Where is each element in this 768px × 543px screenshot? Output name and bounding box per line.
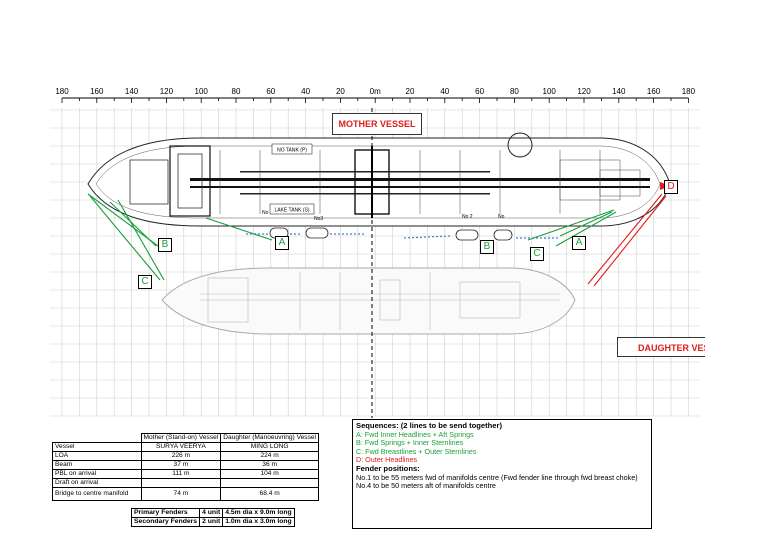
fender-position-line: No.1 to be 55 meters fwd of manifolds ce… — [356, 472, 638, 482]
scale-label: 100 — [543, 87, 557, 96]
fender-table: Primary Fenders 4 unit 4.5m dia x 9.0m l… — [130, 508, 295, 527]
row-label: LOA — [52, 451, 142, 461]
table-row: Bridge to centre manifold 74 m 68.4 m — [52, 487, 319, 501]
mother-name: SURYA VEERYA — [140, 442, 222, 452]
mother-value: 111 m — [140, 469, 222, 479]
scale-label: 160 — [90, 87, 104, 96]
scale-label: 140 — [612, 87, 626, 96]
scale-label: 180 — [55, 87, 69, 96]
row-label: PBL on arrival — [52, 469, 142, 479]
table-corner — [53, 434, 142, 443]
mother-value: 74 m — [140, 487, 222, 501]
mother-value — [140, 478, 222, 488]
daughter-header: Daughter (Manoeuvring) Vessel — [220, 433, 319, 443]
table-row: Primary Fenders 4 unit 4.5m dia x 9.0m l… — [130, 508, 295, 518]
scale-label: 0m — [370, 87, 381, 96]
line-tag-d: D — [664, 180, 678, 194]
fender-label-no1: No — [498, 214, 505, 220]
fender-positions-title: Fender positions: — [356, 463, 420, 473]
daughter-vessel-label: DAUGHTER VES — [617, 337, 705, 357]
table-row: Secondary Fenders 2 unit 1.0m dia x 3.0m… — [130, 517, 295, 527]
daughter-value: 104 m — [220, 469, 319, 479]
fender-size: 1.0m dia x 3.0m long — [222, 517, 295, 527]
sequences-box: Sequences: (2 lines to be send together)… — [352, 419, 652, 529]
sequence-item: C: Fwd Breastlines + Outer Sternlines — [356, 446, 477, 456]
daughter-name: MING LONG — [220, 442, 319, 452]
scale-label: 40 — [440, 87, 449, 96]
fender-label-no3: No3 — [314, 216, 323, 222]
daughter-value: 68.4 m — [220, 487, 319, 501]
row-label: Vessel — [52, 442, 142, 452]
scale-label: 20 — [336, 87, 345, 96]
scale-label: 20 — [406, 87, 415, 96]
fender-count: 4 unit — [199, 508, 224, 518]
scale-label: 60 — [266, 87, 275, 96]
fender-type: Primary Fenders — [130, 508, 201, 518]
line-tag-a-fwd: A — [572, 236, 586, 250]
fender-label-no4: No — [262, 210, 269, 216]
fender-count: 2 unit — [199, 517, 224, 527]
scale-label: 140 — [125, 87, 139, 96]
scale-label: 120 — [577, 87, 591, 96]
mother-vessel-label: MOTHER VESSEL — [332, 113, 422, 135]
line-tag-b-fwd: B — [480, 240, 494, 254]
fender-position-line: No.4 to be 50 meters aft of manifolds ce… — [356, 481, 496, 491]
tank-label-bottom: LAKE TANK (S) — [274, 208, 309, 214]
daughter-vessel — [161, 267, 576, 335]
line-tag-a-aft: A — [275, 236, 289, 250]
tank-label-top: NO TANK (P) — [277, 148, 307, 154]
sequence-item: A: Fwd Inner Headlines + Aft Springs — [356, 429, 474, 439]
daughter-value: 36 m — [220, 460, 319, 470]
table-row: Beam 37 m 36 m — [52, 460, 319, 470]
daughter-value — [220, 478, 319, 488]
fender-type: Secondary Fenders — [130, 517, 201, 527]
line-tag-c-aft: C — [138, 275, 152, 289]
row-label: Beam — [52, 460, 142, 470]
table-row: PBL on arrival 111 m 104 m — [52, 469, 319, 479]
row-label: Draft on arrival — [52, 478, 142, 488]
table-row: LOA 226 m 224 m — [52, 451, 319, 461]
scale-label: 180 — [682, 87, 696, 96]
scale-label: 160 — [647, 87, 661, 96]
mother-header: Mother (Stand-on) Vessel — [140, 433, 222, 443]
line-tag-c-fwd: C — [530, 247, 544, 261]
scale-label: 100 — [195, 87, 209, 96]
mooring-lines-green — [87, 193, 617, 281]
mooring-lines-red — [587, 193, 667, 287]
scale-label: 60 — [475, 87, 484, 96]
fender-units — [269, 227, 513, 241]
sequences-title: Sequences: (2 lines to be send together) — [356, 421, 502, 430]
sequence-item: D: Outer Headlines — [356, 455, 418, 465]
mother-vessel: NO TANK (P) LAKE TANK (S) No3 No 2 No No — [87, 132, 671, 227]
scale-label: 80 — [232, 87, 241, 96]
vessel-particulars-table: Mother (Stand-on) Vessel Daughter (Manoe… — [52, 433, 319, 501]
sequence-item: B: Fwd Springs + Inner Sternlines — [356, 438, 464, 448]
scale-label: 120 — [160, 87, 174, 96]
mother-value: 226 m — [140, 451, 222, 461]
fender-label-no2: No 2 — [462, 214, 473, 220]
table-row: Draft on arrival — [52, 478, 319, 488]
daughter-value: 224 m — [220, 451, 319, 461]
line-tag-b-aft: B — [158, 238, 172, 252]
distance-scale: 180 160 140 120 100 80 60 40 20 0m 20 40 60 80 100 120 1… — [55, 87, 696, 103]
mother-value: 37 m — [140, 460, 222, 470]
scale-label: 80 — [510, 87, 519, 96]
scale-label: 40 — [301, 87, 310, 96]
row-label: Bridge to centre manifold — [52, 487, 142, 501]
fender-size: 4.5m dia x 9.0m long — [222, 508, 295, 518]
